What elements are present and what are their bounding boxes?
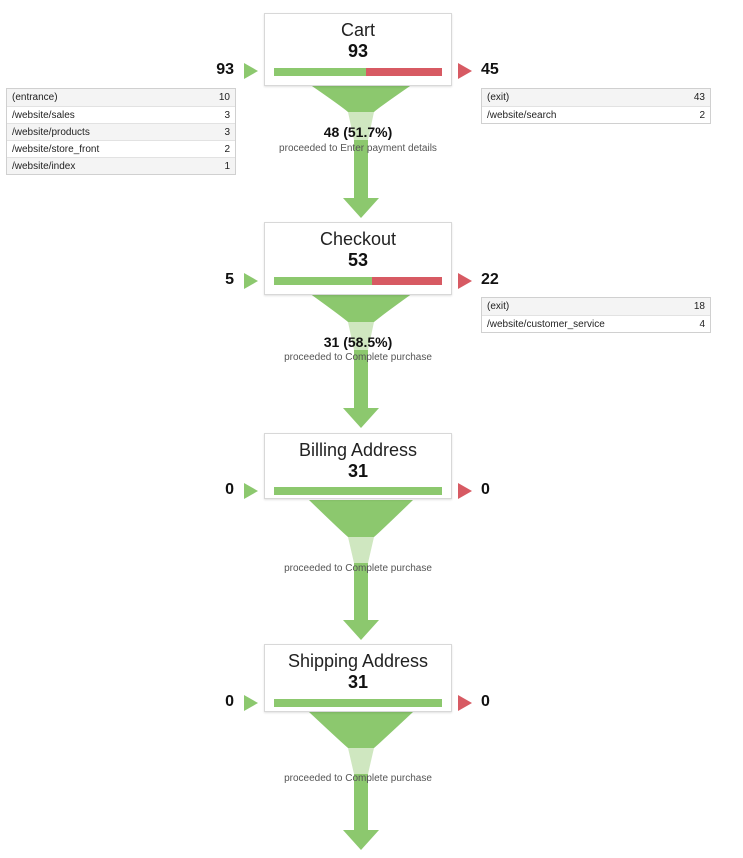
exit-count: 45 [481,61,499,78]
down-arrow-icon [343,620,379,640]
proceeded-text: proceeded to Enter payment details [279,143,437,154]
exit-count: 0 [481,481,490,498]
exit-count: 0 [481,693,490,710]
table-row[interactable]: /website/store_front 2 [7,140,235,157]
exit-arrow-icon [458,483,472,499]
stage-progress-fill [274,699,442,707]
stage-progress-bar [274,277,442,285]
proceeded-text: proceeded to Complete purchase [284,563,432,574]
page-value: 4 [699,318,705,330]
exit-arrow-icon [458,695,472,711]
funnel-neck [348,322,374,350]
stage-box-shipping-address[interactable]: Shipping Address 31 [264,644,452,712]
page-path: (entrance) [12,92,58,103]
stage-count: 93 [347,41,369,61]
down-arrow-icon [343,198,379,218]
entrance-count: 5 [225,271,234,288]
page-value: 43 [693,92,705,103]
stage-name: Shipping Address [287,651,429,671]
entrance-arrow-icon [244,63,258,79]
funnel-cone [309,84,413,112]
page-value: 18 [693,301,705,312]
flow-shaft [354,563,368,620]
table-row[interactable]: /website/customer_service 4 [482,315,710,332]
page-value: 1 [224,160,230,172]
page-value: 2 [699,109,705,121]
proceeded-value: 48 (51.7%) [323,124,393,140]
funnel-neck [348,537,374,563]
exit-destinations-table: (exit) 43 /website/search 2 [481,88,711,124]
page-value: 3 [224,126,230,138]
table-row[interactable]: (entrance) 10 [7,89,235,106]
stage-box-billing-address[interactable]: Billing Address 31 [264,433,452,499]
entrance-arrow-icon [244,483,258,499]
table-row[interactable]: /website/index 1 [7,157,235,174]
flow-shaft [354,140,368,198]
entrance-count: 0 [225,693,234,710]
exit-arrow-icon [458,63,472,79]
stage-count: 53 [347,250,369,270]
page-path: (exit) [487,301,510,312]
entrance-arrow-icon [244,273,258,289]
funnel-neck [348,112,374,140]
page-path: /website/index [12,160,76,172]
stage-progress-bar [274,487,442,495]
flow-shaft [354,774,368,830]
table-row[interactable]: /website/search 2 [482,106,710,123]
down-arrow-icon [343,408,379,428]
entrance-count: 0 [225,481,234,498]
stage-count: 31 [347,461,369,481]
page-path: /website/products [12,126,90,138]
exit-destinations-table: (exit) 18 /website/customer_service 4 [481,297,711,333]
page-path: (exit) [487,92,510,103]
stage-box-cart[interactable]: Cart 93 [264,13,452,86]
table-row[interactable]: /website/sales 3 [7,106,235,123]
down-arrow-icon [343,830,379,850]
stage-name: Cart [340,20,375,40]
flow-shaft [354,350,368,408]
proceeded-text: proceeded to Complete purchase [284,352,432,363]
entrance-arrow-icon [244,695,258,711]
stage-count: 31 [347,672,369,692]
page-path: /website/store_front [12,143,100,155]
funnel-cone [309,293,413,322]
page-value: 10 [218,92,230,103]
proceeded-text: proceeded to Complete purchase [284,773,432,784]
exit-count: 22 [481,271,499,288]
entrance-count: 93 [216,61,234,78]
proceeded-value: 31 (58.5%) [323,334,393,350]
page-path: /website/sales [12,109,75,121]
entrance-sources-table: (entrance) 10 /website/sales 3 /website/pr… [6,88,236,175]
stage-box-checkout[interactable]: Checkout 53 [264,222,452,295]
funnel-neck [348,748,374,774]
funnel-cone [309,712,413,748]
page-value: 2 [224,143,230,155]
table-row[interactable]: (exit) 18 [482,298,710,315]
page-value: 3 [224,109,230,121]
funnel-cone [309,500,413,537]
stage-name: Billing Address [298,440,418,460]
stage-name: Checkout [319,229,397,249]
stage-progress-fill [274,487,442,495]
stage-progress-fill [274,277,373,285]
table-row[interactable]: /website/products 3 [7,123,235,140]
stage-progress-bar [274,68,442,76]
page-path: /website/search [487,109,557,121]
stage-progress-fill [274,68,367,76]
stage-progress-bar [274,699,442,707]
page-path: /website/customer_service [487,318,605,330]
exit-arrow-icon [458,273,472,289]
table-row[interactable]: (exit) 43 [482,89,710,106]
